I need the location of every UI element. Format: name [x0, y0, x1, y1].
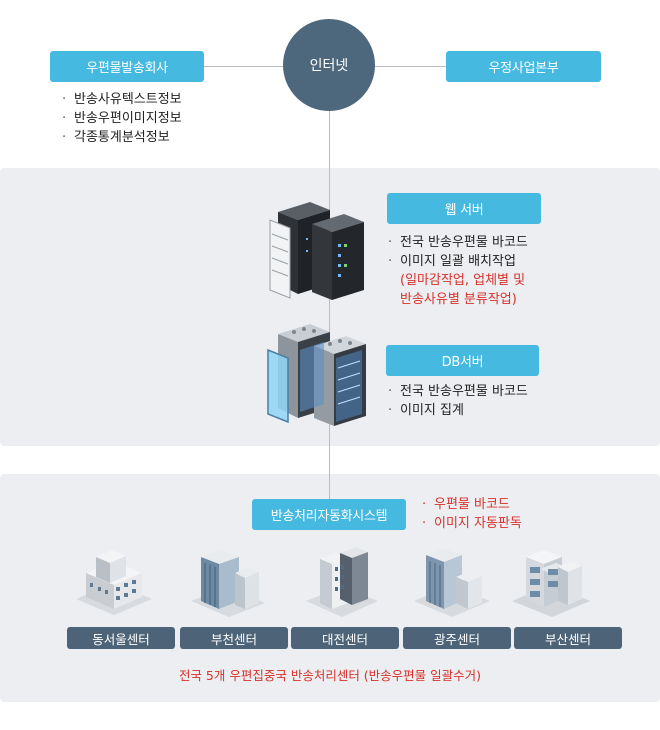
internet-hub: 인터넷 — [283, 19, 375, 111]
web-server-tasks: 전국 반송우편물 바코드 이미지 일괄 배치작업 (일마감작업, 업체별 및 반… — [388, 233, 528, 309]
list-item-text: 이미지 일괄 배치작업 — [400, 254, 516, 269]
footer-note: 전국 5개 우편집중국 반송처리센터 (반송우편물 일괄수거) — [178, 668, 482, 683]
connector-left — [204, 66, 284, 67]
db-server-tasks: 전국 반송우편물 바코드 이미지 집계 — [388, 382, 528, 420]
building-icon — [414, 548, 490, 617]
web-server-note-line-2: 반송사유별 분류작업) — [400, 292, 517, 307]
sender-company-label: 우편물발송회사 — [50, 51, 204, 82]
postal-hq-label: 우정사업본부 — [446, 51, 601, 82]
list-item: 반송사유텍스트정보 — [62, 90, 182, 109]
auto-system-label: 반송처리자동화시스템 — [252, 499, 406, 530]
db-server-label: DB서버 — [386, 345, 539, 376]
list-item: 반송우편이미지정보 — [62, 109, 182, 128]
list-item: 각종통계분석정보 — [62, 128, 182, 147]
auto-system-features: 우편물 바코드 이미지 자동판독 — [422, 495, 522, 533]
web-server-note-line-1: (일마감작업, 업체별 및 — [400, 273, 526, 288]
building-icon — [512, 550, 590, 617]
web-server-icon — [269, 202, 364, 300]
building-icon — [306, 547, 378, 617]
connector-right — [375, 66, 446, 67]
connector-vertical — [329, 110, 330, 500]
center-label-busan: 부산센터 — [514, 627, 622, 649]
list-item: 이미지 일괄 배치작업 (일마감작업, 업체별 및 반송사유별 분류작업) — [388, 252, 528, 309]
center-label-gwangju: 광주센터 — [403, 627, 511, 649]
web-server-label: 웹 서버 — [387, 193, 541, 224]
building-icon — [76, 550, 152, 615]
center-label-daejeon: 대전센터 — [291, 627, 399, 649]
db-server-icon — [267, 324, 366, 426]
list-item: 전국 반송우편물 바코드 — [388, 382, 528, 401]
list-item: 이미지 자동판독 — [422, 514, 522, 533]
center-label-dong-seoul: 동서울센터 — [67, 627, 175, 649]
sender-info-list: 반송사유텍스트정보 반송우편이미지정보 각종통계분석정보 — [62, 90, 182, 147]
list-item: 이미지 집계 — [388, 401, 528, 420]
list-item: 전국 반송우편물 바코드 — [388, 233, 528, 252]
list-item: 우편물 바코드 — [422, 495, 522, 514]
center-label-bucheon: 부천센터 — [180, 627, 288, 649]
building-icon — [191, 550, 265, 617]
